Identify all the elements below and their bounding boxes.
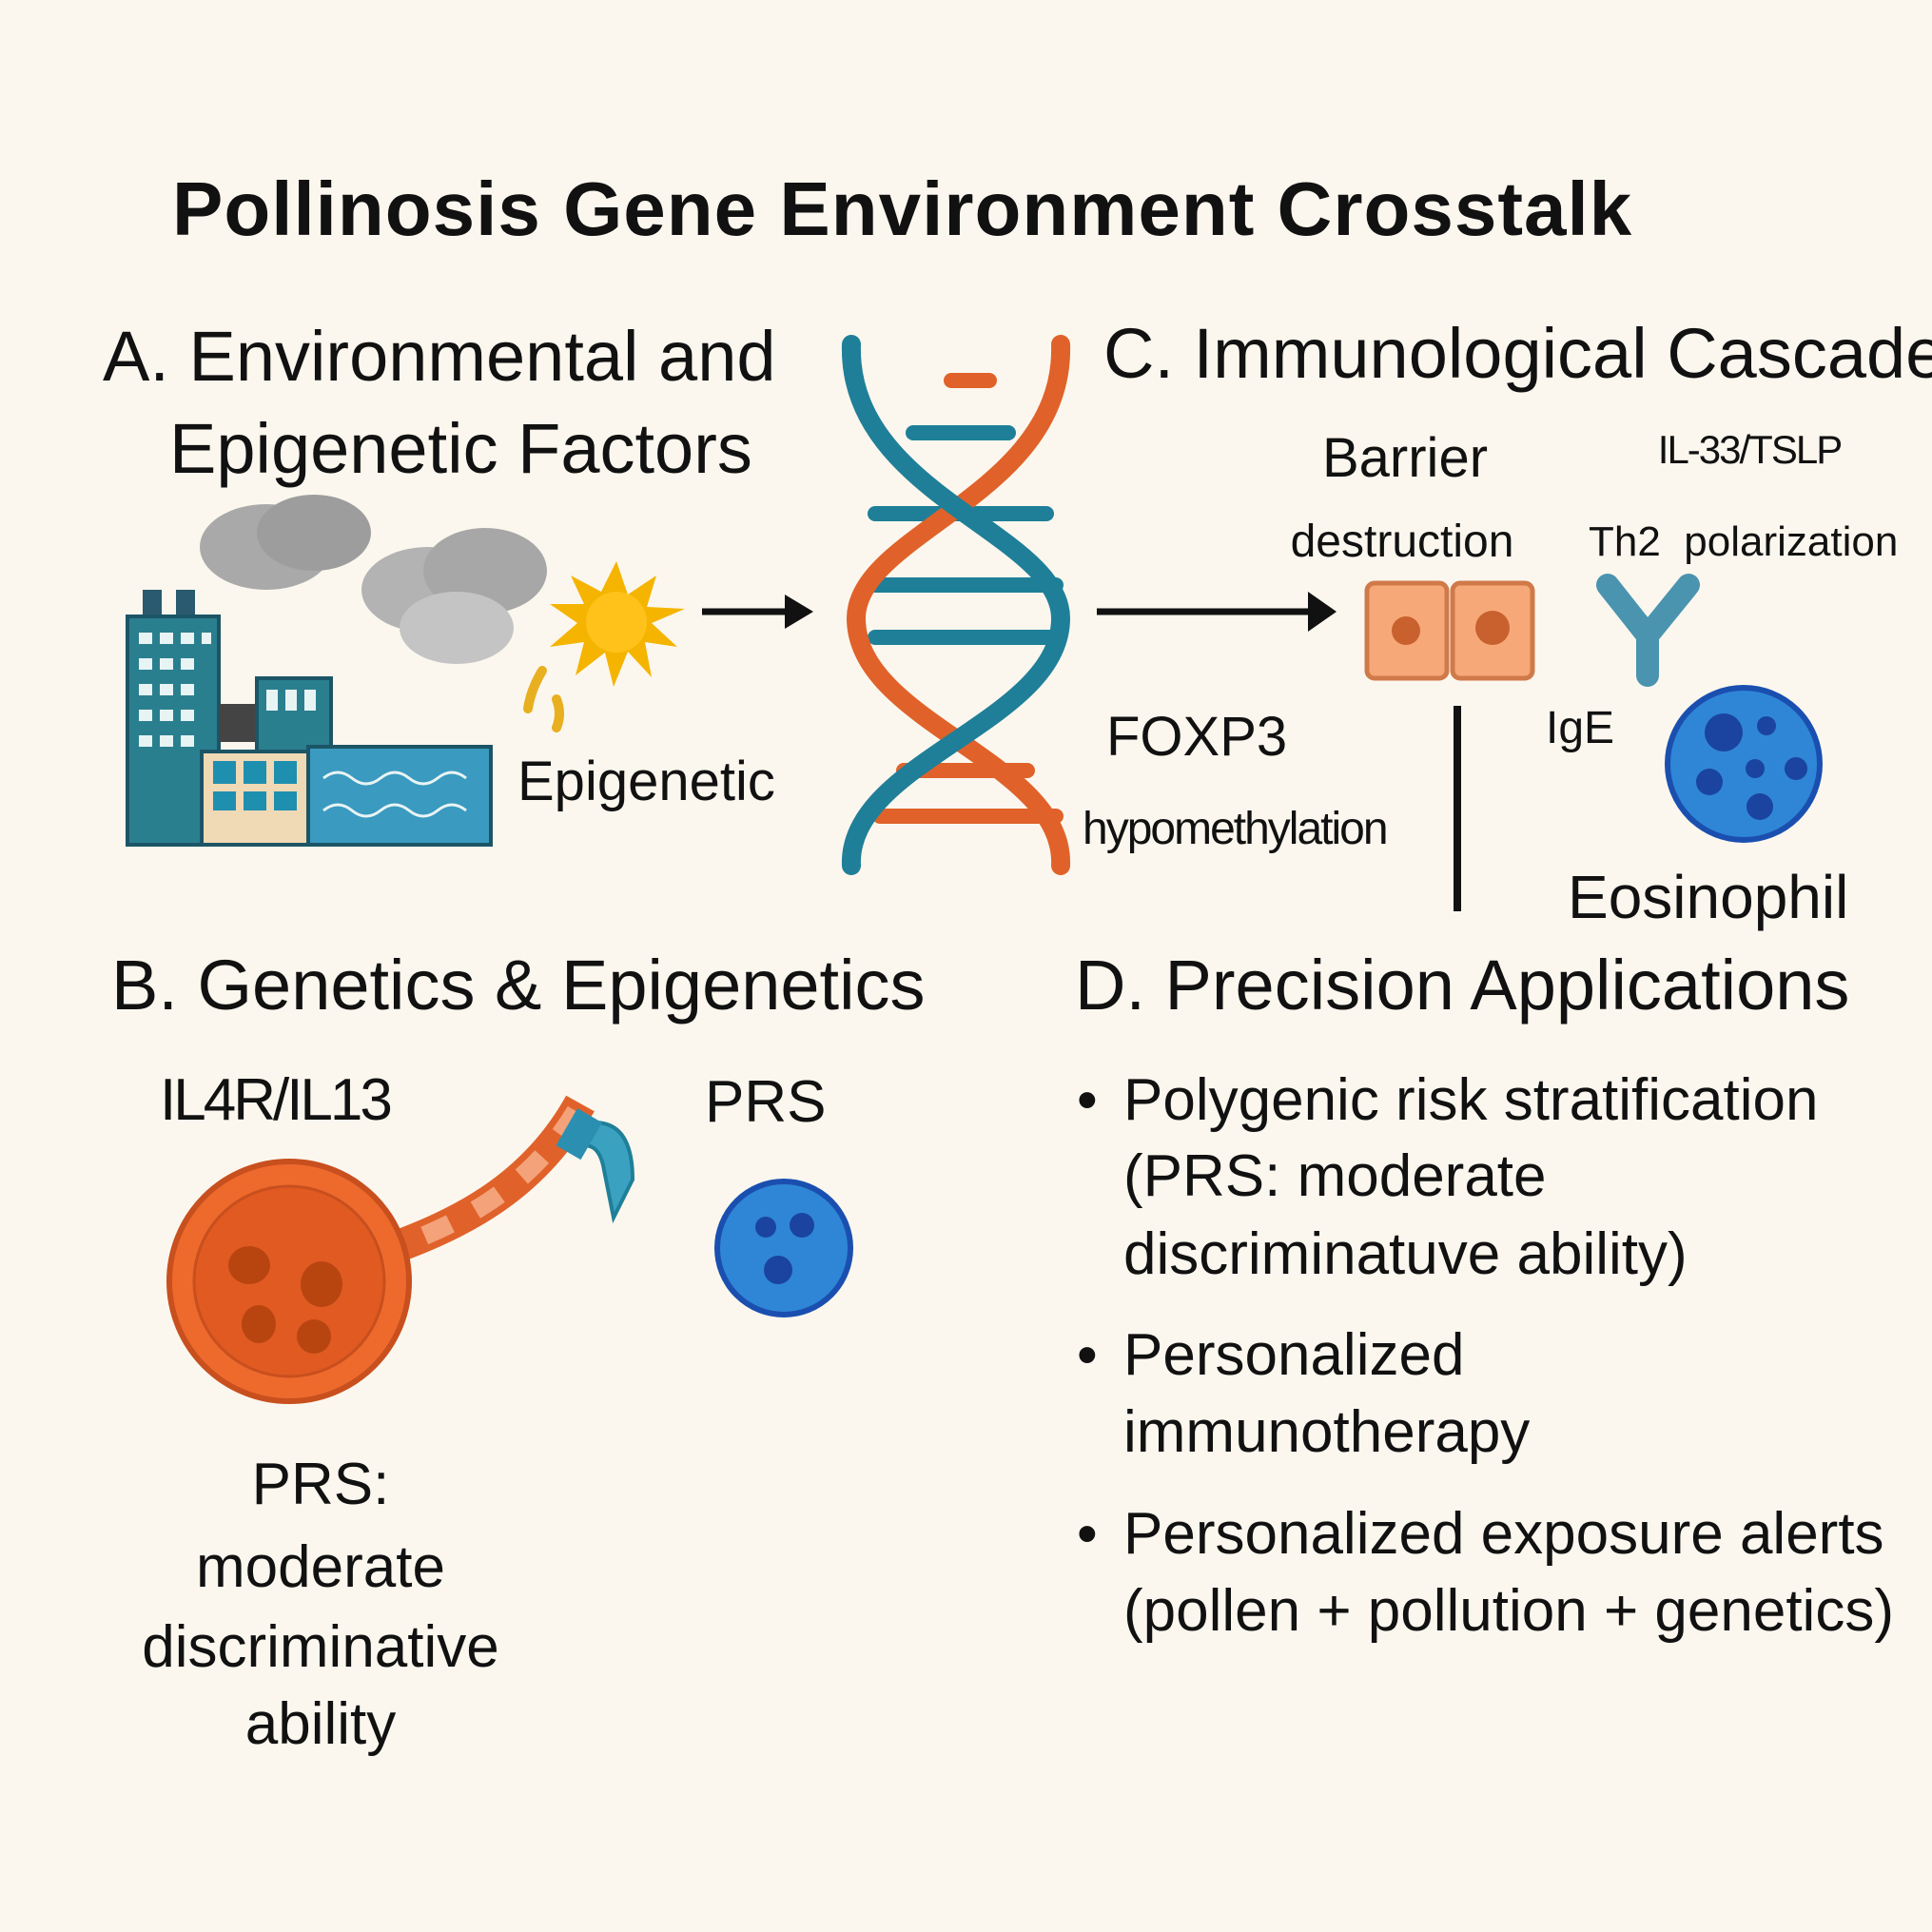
hypomethylation-label: hypomethylation <box>1083 804 1389 854</box>
foxp3-label: FOXP3 <box>1106 706 1288 768</box>
bullet-line: (pollen + pollution + genetics) <box>1123 1578 1894 1644</box>
il4r-il13-label: IL4R/IL13 <box>160 1067 393 1133</box>
barrier-label: Barrier <box>1321 427 1489 489</box>
bullet-line: (PRS: moderate <box>1123 1143 1547 1209</box>
arrow-right-icon <box>702 595 813 629</box>
factory-icon <box>126 495 547 847</box>
bullet-icon: • <box>1077 1067 1098 1133</box>
prs-label: PRS <box>705 1069 827 1135</box>
bullet-line: Personalized <box>1123 1322 1465 1388</box>
section-c-heading: C. Immunological Cascade <box>1103 314 1932 393</box>
section-a-heading-line2: Epigenetic Factors <box>169 409 752 488</box>
epithelial-cells-icon <box>1364 580 1535 681</box>
prs-note-line: moderate <box>196 1534 445 1600</box>
page-title: Pollinosis Gene Environment Crosstalk <box>172 166 1633 251</box>
eosinophil-icon <box>1665 685 1823 843</box>
dna-helix-icon <box>841 335 1071 875</box>
section-b-heading: B. Genetics & Epigenetics <box>111 946 926 1025</box>
bullet-icon: • <box>1077 1501 1098 1567</box>
blood-cell-icon <box>714 1179 853 1317</box>
epigenetic-label: Epigenetic <box>517 751 775 812</box>
section-a-heading: A. Environmental and <box>103 317 776 396</box>
destruction-label: destruction <box>1290 517 1514 567</box>
prs-note-line: PRS: <box>251 1452 390 1517</box>
prs-note-line: ability <box>244 1691 397 1757</box>
bullet-line: immunotherapy <box>1123 1399 1531 1465</box>
ige-label: IgE <box>1546 703 1615 753</box>
sun-icon <box>523 561 685 732</box>
cell-receptor-icon <box>166 1095 635 1404</box>
arrow-right-icon <box>1097 592 1337 632</box>
eosinophil-label: Eosinophil <box>1568 863 1849 931</box>
section-d-heading: D. Precision Applications <box>1075 946 1850 1025</box>
bullet-icon: • <box>1077 1322 1098 1388</box>
bullet-line: discriminatuve ability) <box>1123 1221 1688 1287</box>
il33-tslp-label: IL-33/TSLP <box>1657 427 1843 472</box>
bullet-line: Polygenic risk stratification <box>1123 1067 1819 1133</box>
ige-antibody-icon <box>1596 574 1700 687</box>
th2-polarization-label: Th2 polarization <box>1589 518 1899 565</box>
prs-note-line: discriminative <box>142 1614 499 1680</box>
bullet-line: Personalized exposure alerts <box>1123 1501 1884 1567</box>
